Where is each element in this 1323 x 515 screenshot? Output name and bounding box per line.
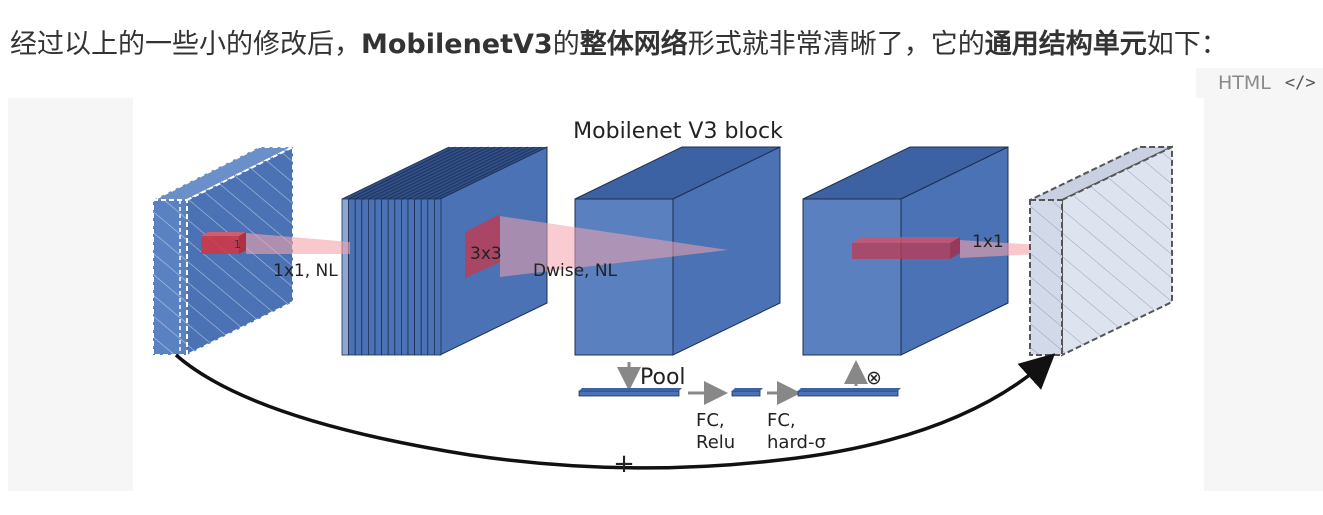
expansion-slice — [400, 198, 409, 356]
label-1x1: 1x1 — [972, 232, 1004, 252]
conv3x3-projection — [465, 214, 728, 278]
expansion-slice — [394, 198, 402, 356]
expansion-slice-edge — [401, 146, 509, 200]
label-fc1-b: Relu — [696, 432, 735, 453]
intro-text-4: 如下： — [1146, 29, 1228, 60]
expansion-slice — [348, 198, 356, 356]
expansion-slice — [420, 198, 429, 356]
expansion-slice — [361, 198, 369, 356]
code-language-tag: HTML </> — [1196, 68, 1323, 98]
label-multiply: ⊗ — [866, 367, 882, 389]
expansion-slice — [427, 198, 435, 356]
label-dwise-nl: Dwise, NL — [533, 261, 618, 281]
expansion-slice — [433, 198, 442, 356]
label-fc1-a: FC, — [696, 410, 725, 431]
expansion-slice-edge — [348, 146, 456, 200]
label-fc2-b: hard-σ — [767, 432, 826, 453]
figure-margin-left — [8, 98, 133, 491]
expansion-slice — [354, 198, 363, 356]
expansion-slice — [367, 198, 376, 356]
intro-bold-network: 整体网络 — [579, 29, 688, 60]
conv1x1-projection: 1 — [201, 232, 350, 254]
intro-text-3: 形式就非常清晰了，它的 — [687, 29, 985, 60]
expansion-slice-edge — [355, 146, 463, 200]
expansion-slice-edge — [368, 146, 476, 200]
expansion-slice-edge — [388, 146, 496, 200]
residual-arrow — [174, 353, 1056, 470]
expansion-slice-edge — [361, 146, 469, 200]
intro-bold-unit: 通用结构单元 — [984, 29, 1147, 60]
se-branch — [578, 360, 901, 405]
label-fc2-a: FC, — [767, 410, 796, 431]
label-3x3: 3x3 — [470, 244, 502, 264]
code-icon[interactable]: </> — [1284, 73, 1316, 93]
depthwise-block — [574, 146, 781, 356]
expansion-slice — [387, 198, 396, 356]
expansion-slice — [341, 198, 349, 356]
expansion-slice-edge — [374, 146, 483, 200]
expansion-slice-edge — [381, 146, 489, 200]
label-1x1-nl: 1x1, NL — [273, 261, 338, 281]
kernel-label-1: 1 — [234, 238, 241, 251]
intro-text-1: 经过以上的一些小的修改后， — [10, 29, 361, 60]
label-pool: Pool — [640, 365, 686, 390]
expansion-slice-edge — [421, 146, 529, 200]
output-tensor — [1029, 145, 1173, 357]
expansion-slice — [414, 198, 422, 356]
expansion-slice — [374, 198, 382, 356]
intro-paragraph: 经过以上的一些小的修改后，MobilenetV3的整体网络形式就非常清晰了，它的… — [10, 28, 1228, 62]
diagram-title: Mobilenet V3 block — [573, 119, 783, 144]
expansion-slice-edge — [434, 146, 542, 200]
expansion-slice-edge — [414, 146, 522, 200]
mobilenet-v3-block-diagram: Mobilenet V3 block 1 1x1, NL 3x3 Dwise, … — [133, 98, 1204, 491]
expansion-slice-edge — [394, 146, 502, 200]
figure-margin-right — [1204, 98, 1323, 491]
expansion-slice-edge — [341, 146, 450, 200]
code-lang-label: HTML — [1218, 72, 1271, 94]
expansion-slice-edge — [427, 146, 535, 200]
intro-text-2: 的 — [552, 29, 580, 60]
intro-bold-model: MobilenetV3 — [361, 29, 553, 60]
expansion-slice — [381, 198, 389, 356]
expansion-slice-edge — [407, 146, 516, 200]
expansion-slice — [407, 198, 415, 356]
label-plus: + — [613, 449, 635, 479]
